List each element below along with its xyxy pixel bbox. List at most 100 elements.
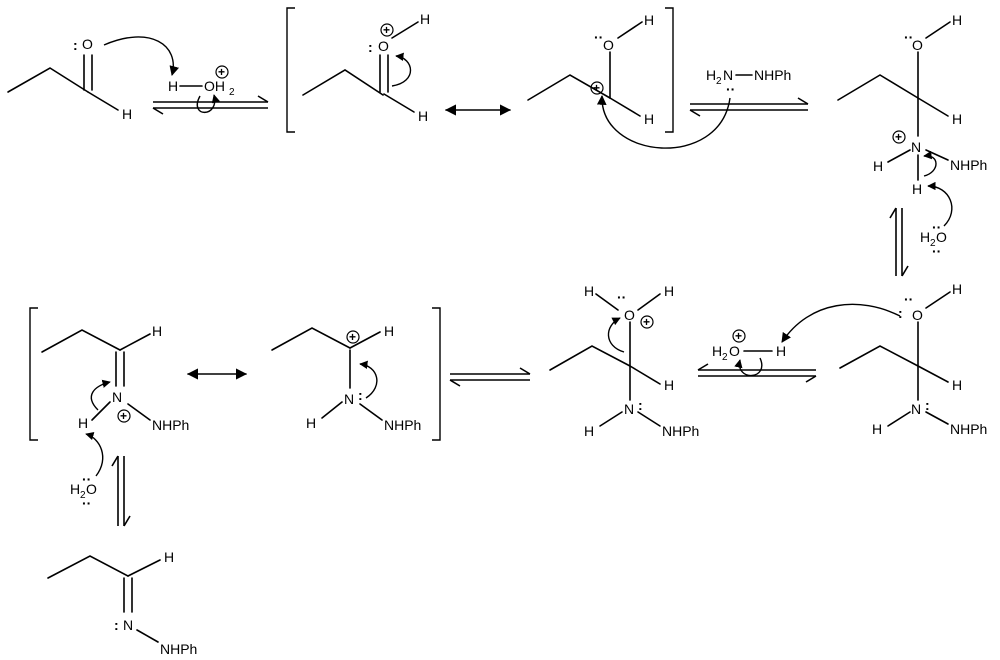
equilibrium-arrow xyxy=(889,207,909,277)
atom-h: H xyxy=(418,108,428,124)
equilibrium-arrow xyxy=(152,95,269,115)
atom-h: H xyxy=(873,158,883,174)
atom-n: N xyxy=(723,67,733,83)
atom-h: H xyxy=(664,377,674,393)
right-bracket xyxy=(432,307,441,441)
atom-h: H xyxy=(664,283,674,299)
atom-h: H xyxy=(706,67,716,83)
lone-pair: : xyxy=(898,305,903,321)
atom-h: H xyxy=(152,323,162,339)
protonated-propanal: : O + H H xyxy=(302,11,430,124)
atom-h: H xyxy=(584,423,594,439)
lone-pair: : xyxy=(368,39,373,55)
lone-pair: ·· xyxy=(932,219,941,235)
subscript: 2 xyxy=(722,352,728,363)
curly-arrow xyxy=(85,432,104,477)
lone-pair: ·· xyxy=(82,495,91,511)
atom-n: N xyxy=(344,391,354,407)
atom-o: O xyxy=(378,38,389,54)
atom-o: O xyxy=(82,36,93,52)
lone-pair: : xyxy=(638,397,643,413)
curly-arrow xyxy=(196,94,220,113)
charge-plus: + xyxy=(735,329,742,343)
water: H 2 O ·· ·· xyxy=(70,471,97,511)
atom-h: H xyxy=(168,78,178,94)
atom-h: H xyxy=(644,111,654,127)
atom-nhph: NHPh xyxy=(950,421,987,437)
curly-arrow xyxy=(734,357,763,377)
hydronium: + H 2 O H xyxy=(712,329,786,363)
water: H 2 O ·· ·· xyxy=(920,219,947,259)
subscript: 2 xyxy=(716,76,722,87)
subscript: 2 xyxy=(80,490,86,501)
amino-carbocation: H + N : H NHPh xyxy=(271,323,421,433)
curly-arrow xyxy=(596,95,731,149)
curly-arrow xyxy=(927,181,953,227)
atom-nhph: NHPh xyxy=(384,417,421,433)
lone-pair: ·· xyxy=(594,29,603,45)
lone-pair: : xyxy=(73,37,78,53)
charge-plus: + xyxy=(120,409,127,423)
lone-pair: ·· xyxy=(726,81,735,97)
hydronium: + H OH 2 xyxy=(168,65,235,98)
iminium-ion: H N + H NHPh xyxy=(41,323,189,433)
curly-arrow xyxy=(103,36,179,76)
atom-h: H xyxy=(122,106,132,122)
atom-o: O xyxy=(912,37,923,53)
lone-pair: ·· xyxy=(617,289,626,305)
reagent-phenylhydrazine: H 2 N NHPh ·· xyxy=(706,67,791,97)
atom-h: H xyxy=(920,229,930,245)
atom-o: O xyxy=(729,343,740,359)
lone-pair: : xyxy=(114,617,119,633)
atom-o: O xyxy=(912,307,923,323)
left-bracket xyxy=(286,7,295,133)
atom-h: H xyxy=(952,111,962,127)
atom-nhph: NHPh xyxy=(152,417,189,433)
atom-h: H xyxy=(644,12,654,28)
atom-o: O xyxy=(86,481,97,497)
left-bracket xyxy=(29,307,38,441)
atom-n: N xyxy=(112,389,122,405)
atom-h: H xyxy=(912,181,922,197)
atom-h: H xyxy=(952,281,962,297)
atom-o: O xyxy=(624,307,635,323)
atom-o: O xyxy=(936,229,947,245)
equilibrium-arrow xyxy=(697,363,817,383)
propanal: : O H xyxy=(7,36,132,122)
atom-n: N xyxy=(911,139,921,155)
lone-pair: ·· xyxy=(904,291,913,307)
atom-oh: OH xyxy=(204,78,225,94)
atom-h: H xyxy=(952,12,962,28)
atom-h: H xyxy=(306,415,316,431)
atom-h: H xyxy=(164,549,174,565)
atom-h: H xyxy=(384,323,394,339)
lone-pair: ·· xyxy=(932,243,941,259)
atom-h: H xyxy=(584,283,594,299)
atom-nhph: NHPh xyxy=(160,641,197,657)
subscript: 2 xyxy=(930,238,936,249)
subscript: 2 xyxy=(229,87,235,98)
charge-plus: + xyxy=(218,65,225,79)
atom-n: N xyxy=(911,401,921,417)
atom-h: H xyxy=(872,421,882,437)
charge-plus: + xyxy=(895,130,902,144)
curly-arrow xyxy=(781,303,901,343)
equilibrium-arrow xyxy=(689,97,809,117)
oxocarbenium-cation: ·· O H H + xyxy=(527,12,654,127)
lone-pair: ·· xyxy=(82,471,91,487)
lone-pair: ·· xyxy=(904,29,913,45)
atom-h: H xyxy=(712,343,722,359)
atom-o: O xyxy=(603,37,614,53)
atom-h: H xyxy=(70,481,80,497)
phenylhydrazone-product: H : N NHPh xyxy=(47,549,197,657)
carbinolamine: : ·· O H H N : H NHPh xyxy=(839,281,987,437)
charge-plus: + xyxy=(643,315,650,329)
atom-h: H xyxy=(952,377,962,393)
right-bracket xyxy=(665,7,674,133)
equilibrium-arrow xyxy=(111,455,131,527)
atom-h: H xyxy=(420,11,430,27)
equilibrium-arrow xyxy=(449,367,531,387)
lone-pair: : xyxy=(925,397,930,413)
protonated-carbinolamine: H ·· O H + H N : H NHPh xyxy=(549,283,699,439)
